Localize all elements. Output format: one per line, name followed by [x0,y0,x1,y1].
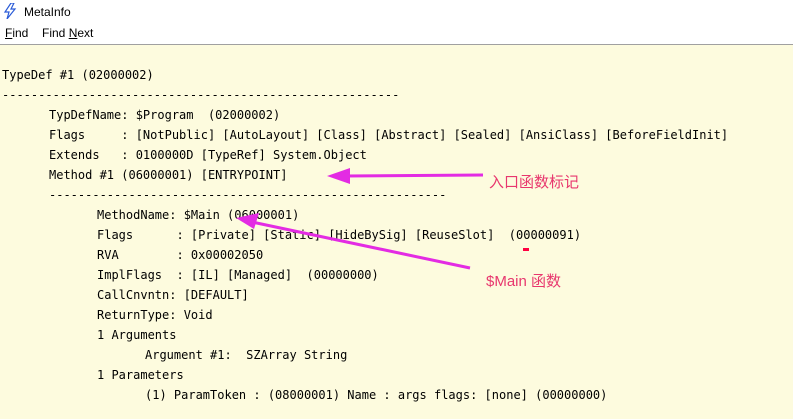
param-token-line: (1) ParamToken : (08000001) Name : args … [145,388,608,402]
menu-bar: Find Find Next [0,24,793,45]
method-separator-line: ----------------------------------------… [49,188,447,202]
separator-line: ----------------------------------------… [2,88,400,102]
call-convention-line: CallCnvntn: [DEFAULT] [97,288,249,302]
method-header-line: Method #1 (06000001) [ENTRYPOINT] [49,168,288,182]
typedef-name-line: TypDefName: $Program (02000002) [49,108,281,122]
menu-find[interactable]: Find [5,26,29,40]
argument-line: Argument #1: SZArray String [145,348,348,362]
rva-line: RVA : 0x00002050 [97,248,264,262]
metadata-text-view[interactable]: TypeDef #1 (02000002) ------------------… [0,45,793,419]
entry-point-annotation: 入口函数标记 [489,174,580,191]
title-bar: MetaInfo [0,0,793,24]
main-function-annotation: $Main 函数 [486,273,562,290]
arguments-count-line: 1 Arguments [97,328,177,342]
parameters-count-line: 1 Parameters [97,368,184,382]
typedef-header: TypeDef #1 (02000002) [2,68,154,82]
highlight-marker [523,248,529,251]
window-title: MetaInfo [24,5,71,19]
impl-flags-line: ImplFlags : [IL] [Managed] (00000000) [97,268,379,282]
method-flags-line: Flags : [Private] [Static] [HideBySig] [… [97,228,582,242]
return-type-line: ReturnType: Void [97,308,213,322]
lightning-bolt-icon [3,3,17,19]
type-flags-line: Flags : [NotPublic] [AutoLayout] [Class]… [49,128,729,142]
method-name-line: MethodName: $Main (06000001) [97,208,300,222]
extends-line: Extends : 0100000D [TypeRef] System.Obje… [49,148,367,162]
menu-find-next[interactable]: Find Next [42,26,94,40]
